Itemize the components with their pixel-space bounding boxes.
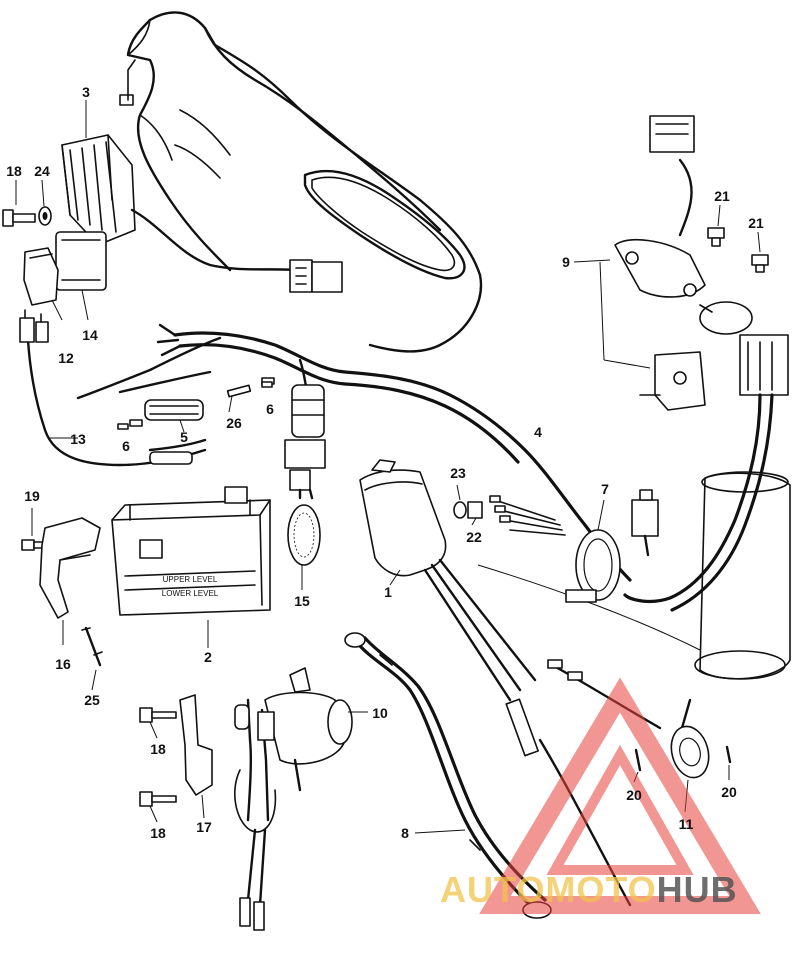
- part-18-leader-b: [149, 721, 158, 739]
- regulator-wire: [130, 208, 297, 272]
- part-13-wire: [19, 309, 207, 467]
- label-9: 9: [562, 254, 570, 270]
- part-8-leader: [414, 829, 466, 834]
- part-24-washer: [38, 206, 52, 226]
- part-20-screw-a: [634, 748, 642, 772]
- part-18-bolt-mid: [139, 707, 177, 723]
- label-7: 7: [601, 481, 609, 497]
- label-18-mid: 18: [150, 741, 166, 757]
- part-17-bracket: [179, 694, 213, 796]
- part-14-leader: [81, 289, 89, 321]
- part-25-pin: [81, 626, 103, 667]
- part-23-washer: [453, 501, 467, 519]
- label-6-right: 6: [266, 401, 274, 417]
- part-11-horn: [547, 659, 710, 779]
- part-12-rubber-mount: [23, 247, 59, 306]
- label-2: 2: [204, 649, 212, 665]
- label-14: 14: [82, 327, 98, 343]
- harness-branch-connectors: [118, 370, 275, 452]
- battery-lower-level-text: LOWER LEVEL: [162, 589, 219, 598]
- label-1: 1: [384, 584, 392, 600]
- label-4: 4: [534, 424, 542, 440]
- part-18-bolt-upper: [2, 209, 36, 227]
- label-24: 24: [34, 163, 50, 179]
- part-18-leader-c: [149, 805, 158, 823]
- part-26-leader: [228, 395, 233, 413]
- watermark-text: AUTOMOTOHUB: [440, 860, 800, 920]
- label-25: 25: [84, 692, 100, 708]
- part-10-horn-relay: [234, 667, 353, 931]
- part-12-leader: [51, 299, 63, 321]
- part-22-nut: [467, 501, 483, 519]
- label-22: 22: [466, 529, 482, 545]
- connector-near-7: [631, 489, 659, 557]
- label-10: 10: [372, 705, 388, 721]
- frame-body-outline: [119, 11, 483, 353]
- terminal-fan-wires: [489, 495, 566, 536]
- label-18-upper: 18: [6, 163, 22, 179]
- stem-leader: [477, 564, 701, 651]
- part-9-leaders: [573, 259, 651, 369]
- label-26: 26: [226, 415, 242, 431]
- part-25-leader: [91, 669, 97, 691]
- part-21-leader-b: [757, 231, 761, 253]
- label-20-right: 20: [721, 784, 737, 800]
- part-6-pins: [117, 381, 273, 430]
- watermark-text-part2: HUB: [656, 869, 738, 910]
- label-21-b: 21: [748, 215, 764, 231]
- label-20-left: 20: [626, 787, 642, 803]
- part-3-regulator: [55, 134, 136, 291]
- part-2-battery: UPPER LEVEL LOWER LEVEL: [111, 486, 271, 616]
- part-5-leader: [179, 419, 185, 433]
- label-3: 3: [82, 84, 90, 100]
- label-16: 16: [55, 656, 71, 672]
- label-21-a: 21: [714, 188, 730, 204]
- part-24-leader: [41, 179, 45, 207]
- part-23-leader: [456, 484, 461, 501]
- part-15-disc: [287, 504, 321, 566]
- label-8: 8: [401, 825, 409, 841]
- label-18-low: 18: [150, 825, 166, 841]
- part-7-leader: [597, 499, 605, 531]
- watermark-logo: [479, 677, 761, 914]
- part-17-leader: [201, 794, 205, 819]
- label-12: 12: [58, 350, 74, 366]
- part-1-leader: [389, 569, 401, 586]
- part-21-leader-a: [717, 204, 721, 227]
- part-7-clamp: [565, 529, 621, 603]
- label-23: 23: [450, 465, 466, 481]
- part-21-screw-a: [707, 227, 725, 247]
- part-18-bolt-low: [139, 791, 177, 807]
- regulator-connector: [289, 259, 343, 293]
- part-16-bracket: [39, 517, 101, 619]
- part-21-screw-b: [751, 254, 769, 273]
- relay-unit: [284, 384, 326, 500]
- part-4-main-harness: [76, 323, 632, 582]
- label-15: 15: [294, 593, 310, 609]
- part-9-switch: [614, 115, 753, 411]
- watermark-text-part1: AUTOMOTO: [440, 869, 657, 910]
- part-1-ignition-coil: [359, 459, 539, 757]
- part-22-leader: [471, 517, 477, 526]
- part-20-screw-b: [725, 745, 732, 764]
- label-17: 17: [196, 819, 212, 835]
- label-6-left: 6: [122, 438, 130, 454]
- label-13: 13: [70, 431, 86, 447]
- label-11: 11: [679, 816, 694, 832]
- label-5: 5: [180, 429, 188, 445]
- switch-harness-cable: [623, 334, 789, 612]
- label-19: 19: [24, 488, 40, 504]
- battery-upper-level-text: UPPER LEVEL: [163, 575, 218, 584]
